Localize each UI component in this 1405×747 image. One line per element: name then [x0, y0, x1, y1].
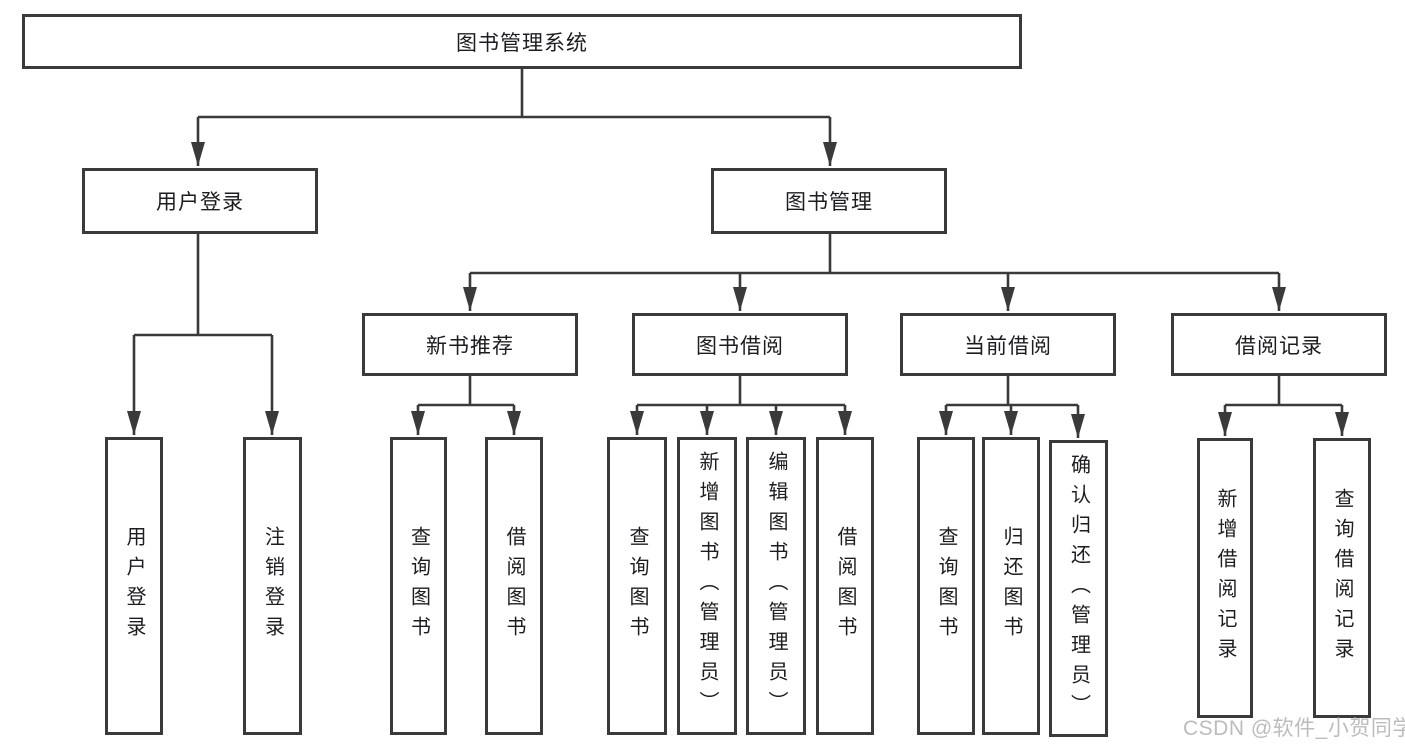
connector-book-management-to-level3	[463, 234, 1286, 311]
leaf-add-books-admin: 新增图书（管理员）	[677, 437, 737, 735]
connector-new-book-recommend-group	[411, 376, 521, 435]
node-current-borrow: 当前借阅	[900, 313, 1116, 376]
connector-root-to-level2	[191, 69, 837, 166]
leaf-query-borrow-record: 查询借阅记录	[1313, 438, 1371, 718]
node-book-management: 图书管理	[711, 168, 947, 234]
connector-borrow-records-group	[1218, 376, 1349, 436]
leaf-borrow-books-2: 借阅图书	[816, 437, 874, 735]
leaf-logout: 注销登录	[243, 437, 302, 735]
node-borrow-records: 借阅记录	[1171, 313, 1387, 376]
leaf-user-login: 用户登录	[105, 437, 163, 735]
leaf-confirm-return-admin: 确认归还（管理员）	[1049, 440, 1108, 737]
node-user-login: 用户登录	[82, 168, 318, 234]
leaf-borrow-books: 借阅图书	[485, 437, 543, 735]
leaf-edit-books-admin: 编辑图书（管理员）	[746, 437, 806, 735]
connector-user-login-group	[127, 233, 279, 435]
node-library-system: 图书管理系统	[22, 14, 1022, 69]
leaf-return-books: 归还图书	[982, 437, 1040, 735]
leaf-query-books-3: 查询图书	[917, 437, 975, 735]
leaf-add-borrow-record: 新增借阅记录	[1197, 438, 1253, 718]
csdn-watermark: CSDN @软件_小贺同学	[1183, 717, 1405, 740]
leaf-query-books-2: 查询图书	[607, 437, 667, 735]
connector-book-borrow-group	[630, 376, 852, 435]
node-new-book-recommend: 新书推荐	[362, 313, 578, 376]
leaf-query-books: 查询图书	[390, 437, 447, 735]
connector-current-borrow-group	[939, 376, 1085, 438]
node-book-borrow: 图书借阅	[632, 313, 848, 376]
